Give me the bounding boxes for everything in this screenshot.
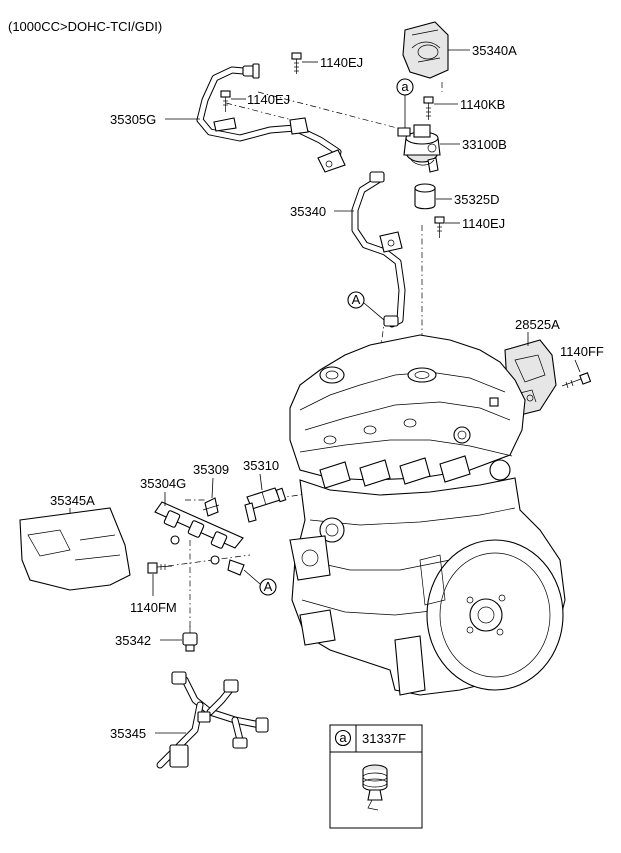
detail-part-number: 31337F (362, 731, 406, 746)
bolt-1140EJ-top[interactable] (291, 52, 302, 74)
callout-35304G: 35304G (140, 476, 186, 491)
callout-1140EJ-top: 1140EJ (320, 55, 363, 70)
callout-35345A: 35345A (50, 493, 95, 508)
fitting-31337F[interactable] (362, 764, 388, 811)
callout-1140KB: 1140KB (460, 97, 505, 112)
callout-1140FM: 1140FM (130, 600, 177, 615)
callout-35305G: 35305G (110, 112, 156, 127)
callout-35342: 35342 (115, 633, 151, 648)
wiring-harness-35345[interactable] (156, 671, 269, 769)
high-pressure-pipe-35340[interactable] (351, 171, 406, 328)
engine-assembly (289, 334, 566, 696)
high-pressure-pump-33100B[interactable] (397, 124, 441, 173)
tappet-35325D[interactable] (414, 183, 436, 210)
callout-35310: 35310 (243, 458, 279, 473)
callout-35325D: 35325D (454, 192, 500, 207)
detail-marker-circle (334, 729, 352, 747)
callout-35309: 35309 (193, 462, 229, 477)
bolt-1140EJ-tappet[interactable] (434, 216, 445, 238)
pump-cover-35340A[interactable] (402, 21, 449, 79)
callout-1140EJ-pipe: 1140EJ (247, 92, 290, 107)
callout-1140EJ-tappet: 1140EJ (462, 216, 505, 231)
marker-A-upper-label: A (352, 292, 361, 307)
callout-35345: 35345 (110, 726, 146, 741)
diagram-title: (1000CC>DOHC-TCI/GDI) (8, 19, 162, 34)
callout-35340A: 35340A (472, 43, 517, 58)
callout-33100B: 33100B (462, 137, 507, 152)
detail-marker-label: a (339, 730, 347, 745)
marker-A-lower-circle (259, 578, 277, 596)
marker-a-label: a (401, 79, 409, 94)
bolt-1140FF[interactable] (561, 372, 592, 389)
delivery-pipe-35304G[interactable] (154, 501, 245, 576)
marker-A-upper-circle (347, 291, 365, 309)
callout-35340: 35340 (290, 204, 326, 219)
bolt-1140EJ-pipe[interactable] (220, 90, 231, 112)
fuel-pipe-35305G[interactable] (196, 63, 346, 173)
marker-A-lower-label: A (264, 579, 273, 594)
bolt-1140FM[interactable] (147, 562, 173, 574)
injector-35310[interactable] (244, 487, 287, 523)
injector-cover-35345A[interactable] (19, 507, 131, 591)
bolt-1140KB[interactable] (423, 96, 434, 120)
pressure-sensor-35342[interactable] (182, 626, 198, 652)
clip-35309[interactable] (202, 497, 220, 517)
detail-box: a 31337F (329, 724, 423, 829)
callout-28525A: 28525A (515, 317, 560, 332)
callout-1140FF: 1140FF (560, 344, 604, 359)
